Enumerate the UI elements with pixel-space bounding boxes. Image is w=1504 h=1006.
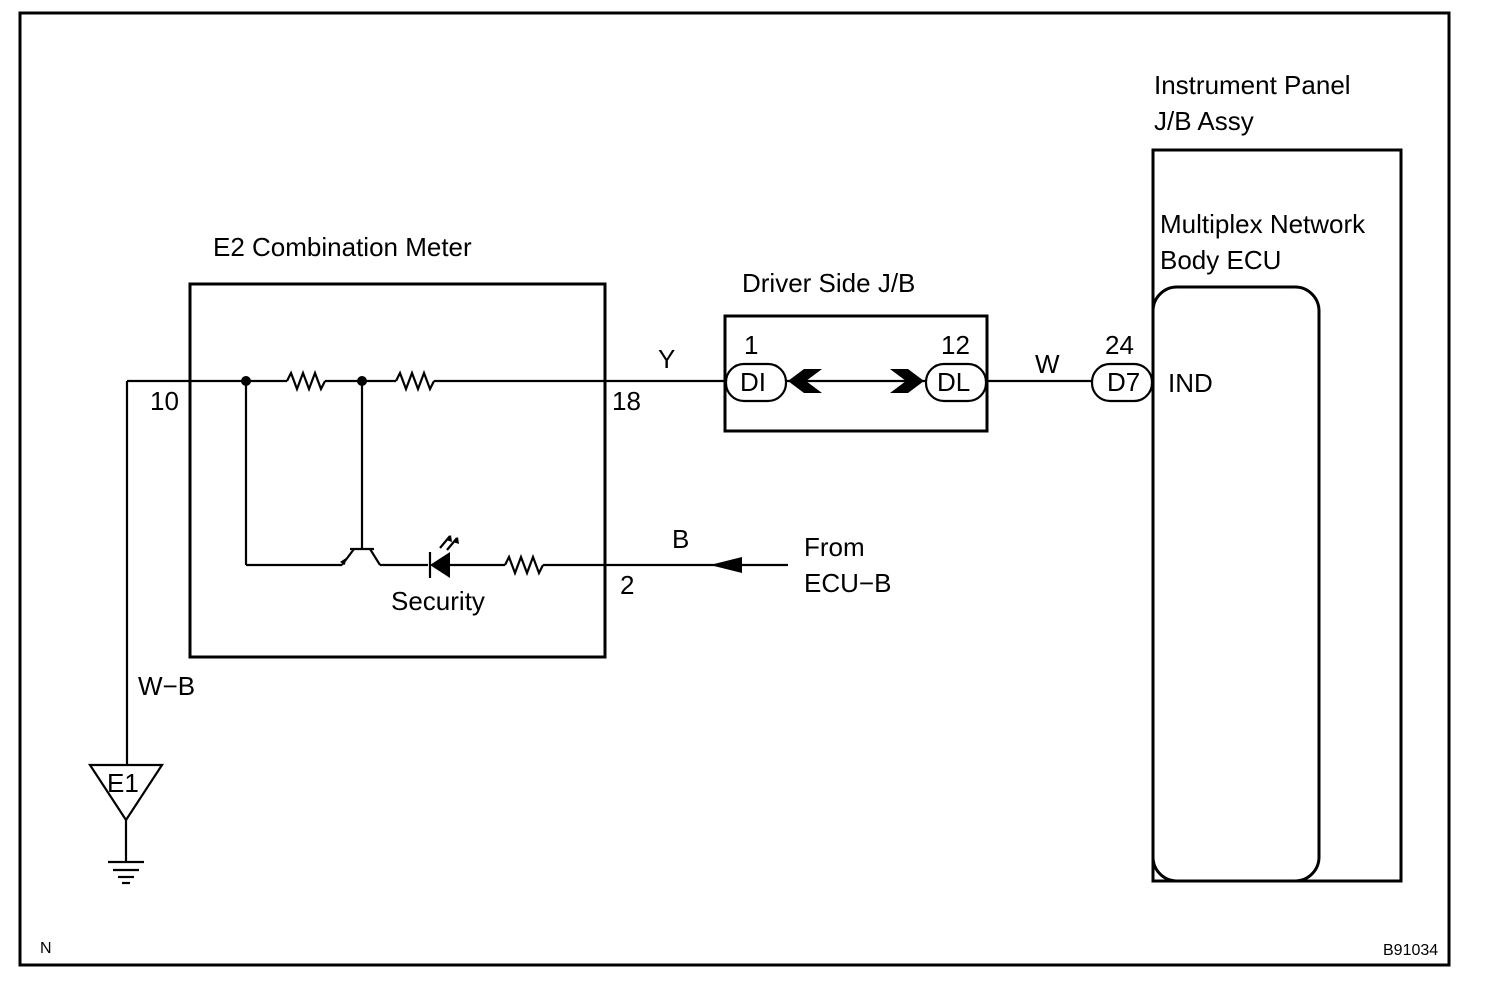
ground-icon	[108, 860, 144, 885]
figure-id: B91034	[1383, 942, 1438, 959]
combination-meter: E2 Combination Meter	[127, 232, 788, 659]
incoming-arrow-icon	[710, 557, 742, 573]
diagram-frame	[18, 11, 1451, 967]
ground-point-e1	[87, 763, 165, 823]
pin-24: 24	[1105, 330, 1134, 360]
instrument-panel-title-1: Instrument Panel	[1154, 70, 1351, 100]
pin-10: 10	[150, 386, 179, 416]
connector-di-label: DI	[740, 367, 766, 397]
driver-side-jb-box	[723, 314, 989, 433]
pin-1: 1	[744, 330, 758, 360]
combination-meter-box	[188, 282, 607, 659]
connector-d7-label: D7	[1107, 367, 1140, 397]
ecu-title-2: Body ECU	[1160, 245, 1281, 275]
connector-di	[724, 362, 788, 403]
connector-d7	[1090, 362, 1154, 403]
connector-dl	[924, 362, 988, 403]
instrument-panel-title-2: J/B Assy	[1154, 106, 1254, 136]
ground-label: E1	[107, 768, 139, 798]
source-line-1: From	[804, 532, 865, 562]
security-led-icon	[428, 535, 459, 578]
instrument-panel-jb: Instrument Panel J/B Assy Multiplex Netw…	[1090, 70, 1403, 883]
wire-color-b: B	[672, 524, 689, 554]
corner-label: N	[40, 940, 52, 957]
pin-2: 2	[620, 570, 634, 600]
terminal-ind: IND	[1168, 368, 1213, 398]
ground-circuit: W−B E1	[87, 381, 195, 885]
wire-color-y: Y	[658, 344, 675, 374]
wire-color-w: W	[1035, 349, 1060, 379]
pin-12: 12	[941, 330, 970, 360]
source-line-2: ECU−B	[804, 568, 891, 598]
connector-dl-label: DL	[937, 367, 970, 397]
transistor-symbol	[340, 547, 381, 566]
resistor-3	[504, 553, 544, 577]
security-label: Security	[391, 586, 485, 616]
pin-18: 18	[612, 386, 641, 416]
resistor-1	[286, 369, 326, 393]
driver-side-jb-title: Driver Side J/B	[742, 268, 915, 298]
chevron-right-icon	[890, 369, 924, 393]
combination-meter-title: E2 Combination Meter	[213, 232, 472, 262]
driver-side-jb: Driver Side J/B DI 1 DL 12	[723, 268, 989, 433]
body-ecu-box	[1151, 285, 1321, 883]
ecu-title-1: Multiplex Network	[1160, 209, 1366, 239]
resistor-2	[395, 369, 435, 393]
chevron-left-icon	[788, 369, 822, 393]
wire-color-wb: W−B	[138, 671, 195, 701]
